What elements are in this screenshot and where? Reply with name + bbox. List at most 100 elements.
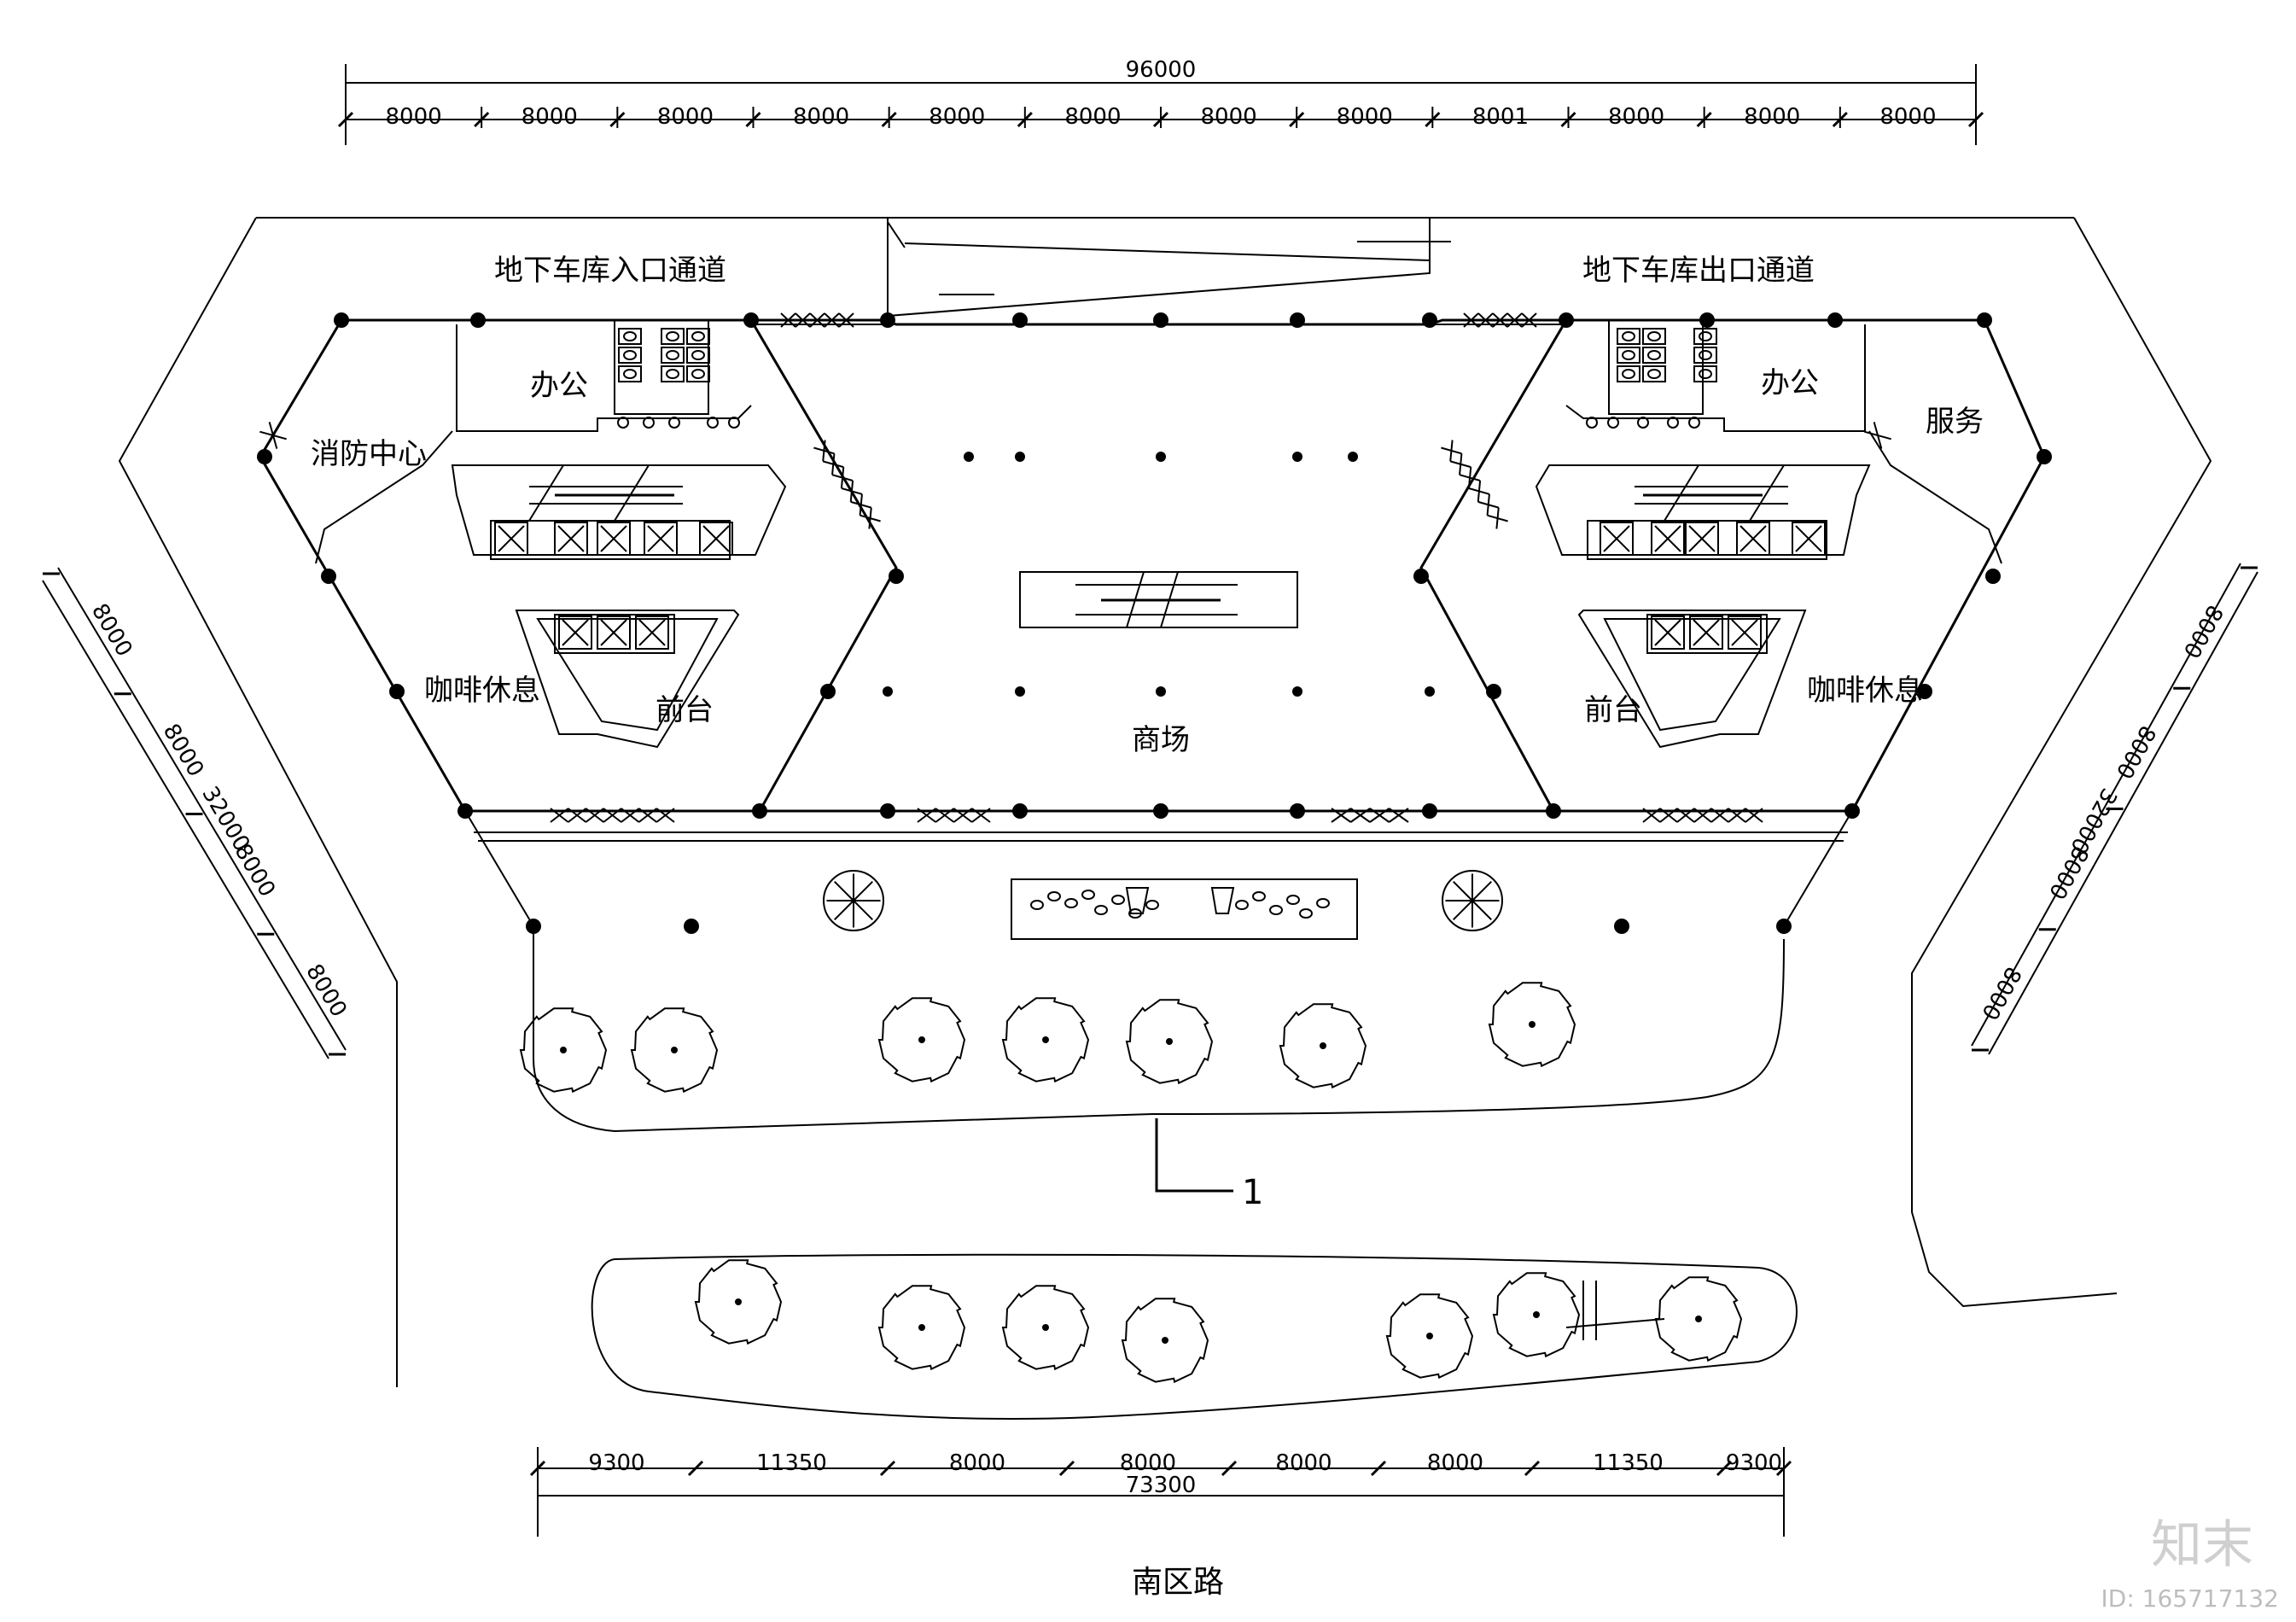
top-span-label: 8000 [1064, 104, 1121, 130]
column [1614, 919, 1629, 934]
elevator-box [699, 522, 733, 556]
tree [1121, 1298, 1209, 1384]
column [470, 312, 486, 328]
side-span-label: 8000 [2111, 721, 2160, 783]
label-mall: 商场 [1132, 723, 1190, 757]
toilet-fixtures [614, 319, 1717, 429]
side-total-label: 32000 [196, 782, 254, 855]
elevator-box [597, 616, 631, 650]
toilet-fixture [1642, 328, 1666, 345]
column [1699, 312, 1715, 328]
elevator-box [1736, 522, 1770, 556]
bottom-span-label: 11350 [1593, 1450, 1664, 1476]
toilet-fixture [1617, 365, 1640, 382]
label-reception-left: 前台 [656, 693, 714, 727]
tree [630, 1007, 719, 1094]
top-span-label: 8000 [522, 104, 578, 130]
label-office-right: 办公 [1761, 366, 1819, 400]
structural-columns [257, 312, 2052, 934]
label-cafe-left: 咖啡休息 [424, 674, 540, 708]
side-total-label: 32000 [2065, 784, 2121, 858]
label-entrance-ramp: 地下车库入口通道 [494, 254, 726, 288]
glazing-patterns [259, 312, 1891, 823]
toilet-fixture [1693, 347, 1717, 364]
column [526, 919, 541, 934]
watermark: 知末 ID: 165717132 [2101, 1515, 2279, 1613]
site-boundary [118, 217, 2212, 1387]
column [889, 569, 904, 584]
top-span-label: 8000 [385, 104, 441, 130]
top-span-label: 8000 [929, 104, 985, 130]
road-name: 南区路 [1132, 1565, 1224, 1600]
watermark-id: ID: 165717132 [2101, 1584, 2279, 1613]
label-fire-center: 消防中心 [311, 437, 427, 471]
column [1153, 312, 1168, 328]
column [1985, 569, 2001, 584]
column [1413, 569, 1429, 584]
core-right [1535, 464, 1871, 560]
top-span-label: 8000 [1879, 104, 1936, 130]
tree [877, 1285, 966, 1371]
column [334, 312, 349, 328]
column [1292, 452, 1302, 462]
column [1292, 686, 1302, 697]
bottom-span-label: 11350 [756, 1450, 827, 1476]
column [1827, 312, 1843, 328]
bottom-total-dimension: 73300 [1126, 1473, 1197, 1498]
label-cafe-right: 咖啡休息 [1807, 674, 1923, 708]
core-center [1019, 571, 1298, 628]
tree [1125, 999, 1214, 1085]
column [257, 449, 272, 464]
elevator-boxes [494, 522, 1826, 650]
label-service: 服务 [1926, 405, 1984, 439]
column [1422, 312, 1437, 328]
top-span-label: 8000 [1337, 104, 1393, 130]
elevator-box [494, 522, 528, 556]
label-exit-ramp: 地下车库出口通道 [1582, 254, 1815, 288]
column [1015, 452, 1025, 462]
top-span-label: 8001 [1472, 104, 1529, 130]
tree [1001, 997, 1090, 1083]
toilet-fixture [661, 328, 685, 345]
bottom-span-label: 8000 [949, 1450, 1005, 1476]
reception-core-right [1577, 610, 1807, 749]
elevator-box [597, 522, 631, 556]
room-labels: 地下车库入口通道 地下车库出口通道 办公 办公 消防中心 服务 咖啡休息 咖啡休… [311, 254, 1984, 757]
bottom-span-label: 9300 [1726, 1450, 1782, 1476]
side-span-label: 8000 [158, 720, 209, 781]
elevator-box [1728, 616, 1762, 650]
elevator-box [554, 522, 588, 556]
tree [877, 997, 966, 1083]
elevator-box [635, 616, 669, 650]
toilet-fixture [618, 328, 642, 345]
section-mark-number: 1 [1242, 1173, 1263, 1212]
bottom-span-label: 8000 [1120, 1450, 1176, 1476]
column [880, 312, 895, 328]
column [1559, 312, 1574, 328]
bottom-span-label: 8000 [1427, 1450, 1483, 1476]
toilet-fixture [1693, 365, 1717, 382]
column [1015, 686, 1025, 697]
section-mark: 1 [1155, 1118, 1263, 1212]
bottom-span-label: 8000 [1275, 1450, 1332, 1476]
column [880, 803, 895, 819]
top-span-label: 8000 [1608, 104, 1664, 130]
column [752, 803, 767, 819]
label-office-left: 办公 [530, 369, 588, 403]
column [1012, 312, 1028, 328]
column [1422, 803, 1437, 819]
side-span-label: 8000 [86, 599, 137, 661]
toilet-fixture [618, 347, 642, 364]
south-planting-strip [591, 1253, 1798, 1421]
column [1290, 803, 1305, 819]
elevator-box [1792, 522, 1826, 556]
column [1290, 312, 1305, 328]
reception-core-left [515, 610, 740, 749]
elevator-box [644, 522, 678, 556]
toilet-fixture [686, 347, 710, 364]
toilet-fixture [1693, 328, 1717, 345]
